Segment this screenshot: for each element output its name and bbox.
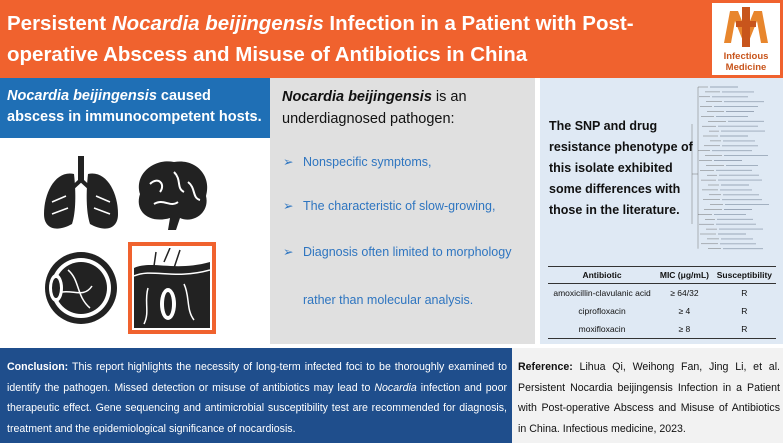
bullet-continuation: rather than molecular analysis. [303, 293, 474, 307]
bullet-item: ➢The characteristic of slow-growing, [283, 199, 496, 213]
susceptibility-cell: R [741, 288, 748, 298]
left-heading: Nocardia beijingensis caused abscess in … [7, 88, 262, 125]
skin-icon [134, 248, 210, 328]
reference-panel: Reference: Lihua Qi, Weihong Fan, Jing L… [512, 348, 783, 443]
antibiotic-cell: moxifloxacin [548, 320, 657, 339]
phylogenetic-tree-figure [691, 86, 769, 250]
mic-table-header: Antibiotic MIC (μg/mL) Susceptibility [548, 266, 776, 284]
logo-text-line2: Medicine [725, 62, 767, 73]
mic-table: Antibiotic MIC (μg/mL) Susceptibility am… [548, 266, 776, 339]
header-banner: Persistent Nocardia beijingensis Infecti… [0, 0, 783, 78]
mic-cell: ≥ 64/32 [670, 288, 699, 298]
table-row: ciprofloxacin ≥ 4 R [548, 302, 776, 320]
logo-text-line1: Infectious [723, 51, 769, 62]
logo-mark-icon [724, 7, 768, 47]
column-header: Susceptibility [712, 266, 776, 284]
middle-panel: Nocardia beijingensis is an underdiagnos… [270, 78, 535, 344]
brain-icon [138, 161, 208, 230]
page-title: Persistent Nocardia beijingensis Infecti… [7, 12, 634, 66]
bullet-item: ➢Diagnosis often limited to morphology [283, 245, 512, 259]
lungs-icon [44, 156, 118, 229]
mic-cell: ≥ 4 [678, 306, 691, 316]
bullet-item: ➢Nonspecific symptoms, [283, 155, 432, 169]
antibiotic-cell: amoxicillin-clavulanic acid [553, 288, 651, 298]
column-header: MIC (μg/mL) [656, 266, 713, 284]
conclusion-text: Conclusion: This report highlights the n… [7, 361, 507, 435]
eye-icon [45, 252, 117, 324]
left-panel: Nocardia beijingensis caused abscess in … [0, 78, 270, 344]
column-header: Antibiotic [548, 266, 657, 284]
susceptibility-cell: R [712, 320, 776, 339]
organ-illustrations [0, 138, 270, 344]
antibiotic-cell: ciprofloxacin [578, 306, 626, 316]
table-row: moxifloxacin ≥ 8 R [548, 320, 776, 339]
middle-title: Nocardia beijingensis is an underdiagnos… [282, 89, 467, 127]
journal-logo: Infectious Medicine [712, 3, 780, 75]
mic-cell: ≥ 8 [656, 320, 713, 339]
right-summary-text: The SNP and drug resistance phenotype of… [549, 119, 693, 217]
susceptibility-cell: R [741, 306, 748, 316]
right-panel: The SNP and drug resistance phenotype of… [540, 78, 783, 344]
reference-text: Reference: Lihua Qi, Weihong Fan, Jing L… [518, 361, 780, 435]
conclusion-panel: Conclusion: This report highlights the n… [0, 348, 512, 443]
table-row: amoxicillin-clavulanic acid ≥ 64/32 R [548, 284, 776, 303]
